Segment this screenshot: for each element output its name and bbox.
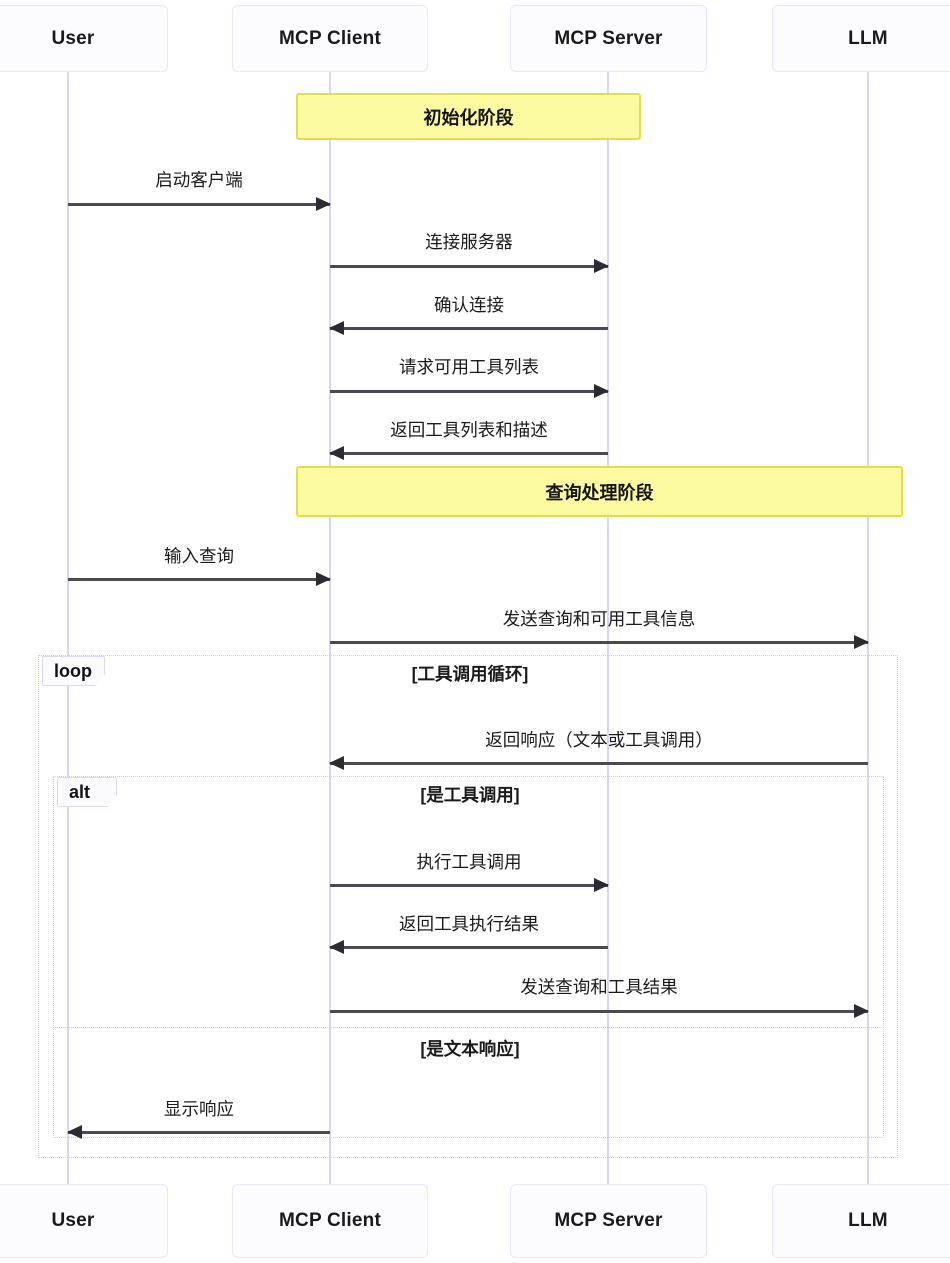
message-arrow-6	[68, 572, 331, 586]
participant-top-llm[interactable]: LLM	[772, 5, 950, 72]
fragment-label-loop: loop	[42, 656, 105, 686]
fragment-alt	[53, 776, 884, 1138]
message-label-9: 执行工具调用	[416, 852, 522, 872]
lifeline-llm	[867, 72, 869, 1184]
message-arrow-11	[330, 1004, 869, 1018]
lifeline-mcp-server	[607, 72, 609, 1184]
message-label-7: 发送查询和可用工具信息	[502, 609, 696, 629]
message-arrow-10	[329, 940, 608, 954]
fragment-title-loop: [工具调用循环]	[411, 664, 529, 684]
message-label-6: 输入查询	[164, 546, 234, 566]
message-label-11: 发送查询和工具结果	[520, 977, 678, 997]
fragment-label-alt: alt	[57, 777, 117, 807]
note-1: 初始化阶段	[296, 93, 641, 140]
message-arrow-8	[329, 756, 868, 770]
message-arrow-9	[330, 878, 609, 892]
participant-top-mcp-client[interactable]: MCP Client	[232, 5, 428, 72]
fragment-divider-alt	[53, 1027, 884, 1028]
message-arrow-12	[67, 1125, 330, 1139]
fragment-loop	[38, 655, 898, 1158]
participant-bottom-mcp-client[interactable]: MCP Client	[232, 1184, 428, 1258]
participant-bottom-mcp-server[interactable]: MCP Server	[510, 1184, 707, 1258]
fragment-alt-title-alt: [是文本响应]	[420, 1039, 520, 1059]
lifeline-mcp-client	[329, 72, 331, 1184]
participant-bottom-llm[interactable]: LLM	[772, 1184, 950, 1258]
message-label-5: 返回工具列表和描述	[390, 420, 548, 440]
message-label-2: 连接服务器	[425, 232, 513, 252]
participant-top-user[interactable]: User	[0, 5, 168, 72]
participant-bottom-user[interactable]: User	[0, 1184, 168, 1258]
note-2: 查询处理阶段	[296, 466, 903, 517]
message-label-12: 显示响应	[164, 1099, 234, 1119]
message-arrow-7	[330, 635, 869, 649]
message-label-4: 请求可用工具列表	[399, 357, 539, 377]
message-label-1: 启动客户端	[155, 170, 243, 190]
message-arrow-1	[68, 197, 331, 211]
message-arrow-3	[329, 321, 608, 335]
message-label-3: 确认连接	[434, 295, 504, 315]
message-arrow-2	[330, 259, 609, 273]
participant-top-mcp-server[interactable]: MCP Server	[510, 5, 707, 72]
message-label-8: 返回响应（文本或工具调用）	[485, 730, 713, 750]
message-label-10: 返回工具执行结果	[399, 914, 539, 934]
lifeline-user	[67, 72, 69, 1184]
message-arrow-4	[330, 384, 609, 398]
message-arrow-5	[329, 446, 608, 460]
fragment-title-alt: [是工具调用]	[420, 785, 520, 805]
